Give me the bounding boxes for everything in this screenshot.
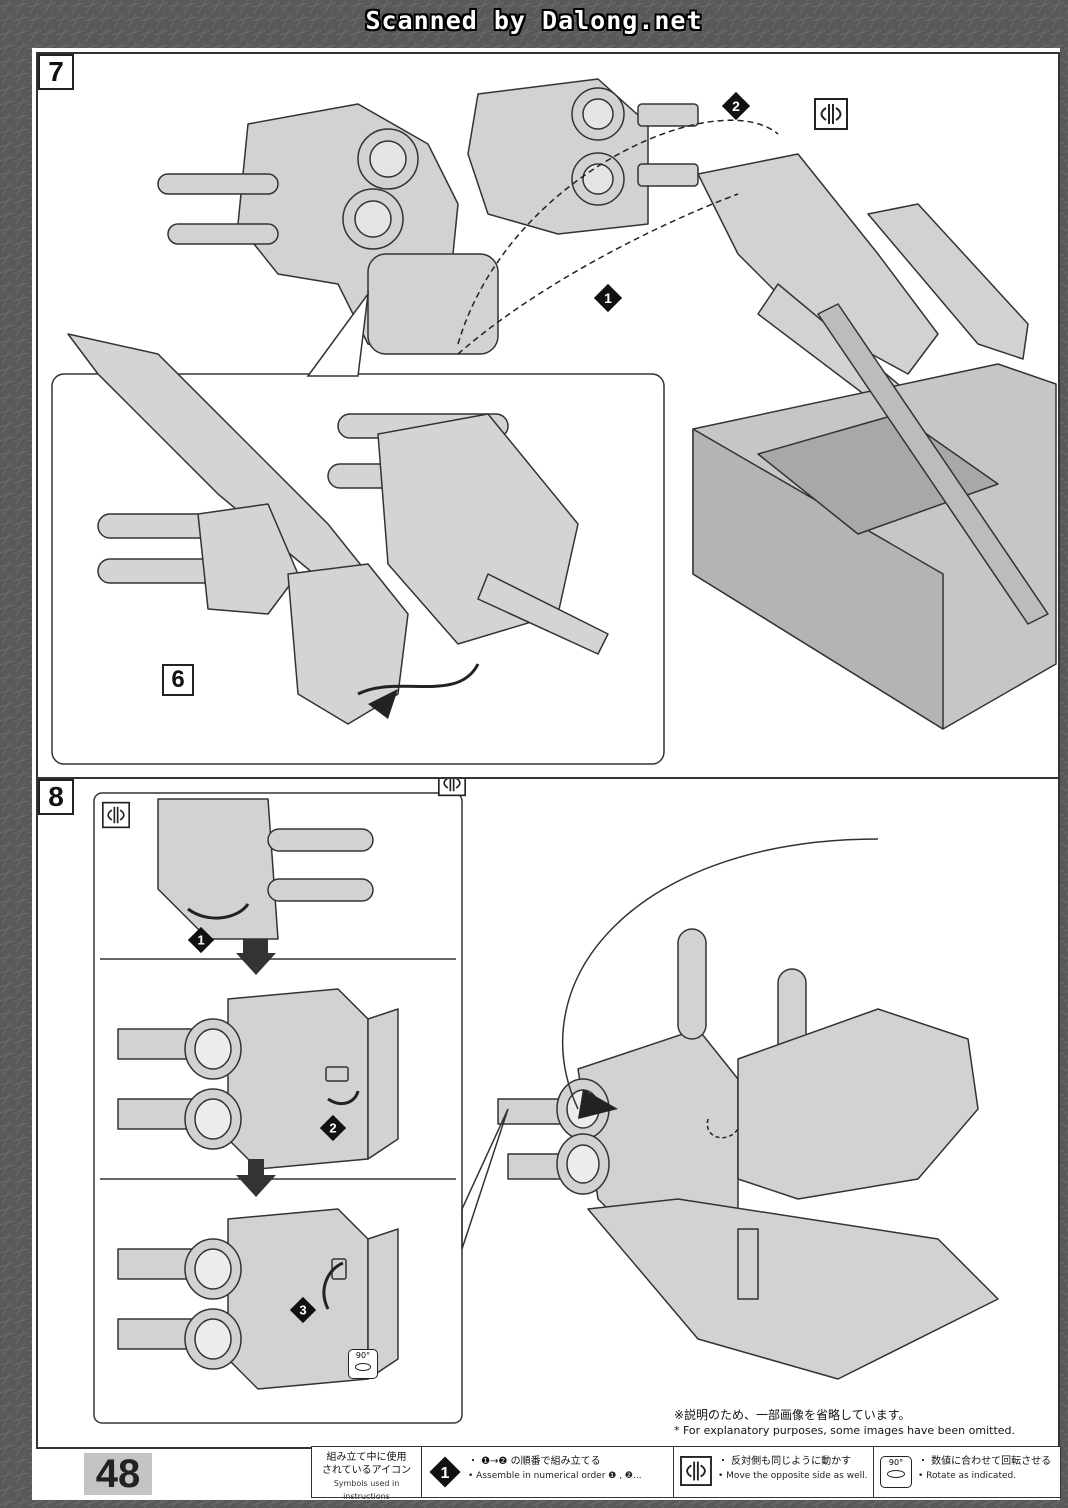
sub-step-3-marker: 3	[290, 1297, 316, 1323]
move-opposite-side-icon-sub	[102, 801, 130, 829]
legend-numerical-jp: ・ ❶→❷ の順番で組み立てる	[468, 1456, 601, 1467]
rotate-90-icon: 90°	[348, 1349, 378, 1379]
step-7-illustration	[51, 78, 1057, 765]
sub-step-2-marker: 2	[320, 1115, 346, 1141]
display-stand-base	[692, 303, 1057, 730]
svg-text:2: 2	[329, 1121, 336, 1136]
svg-text:1: 1	[197, 933, 204, 948]
rotate-legend-icon: 90°	[880, 1456, 912, 1488]
watermark-text: Scanned by Dalong.net	[365, 6, 703, 35]
move-opposite-side-legend-icon	[680, 1456, 712, 1486]
move-opposite-side-icon-main	[438, 779, 466, 797]
svg-text:1: 1	[604, 290, 612, 306]
step-7-number: 7	[38, 54, 74, 90]
part-callout-6: 6	[162, 664, 194, 696]
omission-note-jp: ※説明のため、一部画像を省略しています。	[674, 1408, 911, 1422]
legend-numerical-en: • Assemble in numerical order ❶ , ❷...	[468, 1471, 642, 1481]
step-8-illustration	[93, 792, 999, 1424]
legend-rotate-en: • Rotate as indicated.	[918, 1471, 1017, 1481]
legend-opposite-cell: ・ 反対側も同じように動かす • Move the opposite side …	[674, 1447, 874, 1497]
numbered-step-icon: 1	[429, 1456, 461, 1488]
legend-opposite-en: • Move the opposite side as well.	[718, 1471, 868, 1481]
legend-title-jp-2: されているアイコン	[321, 1465, 412, 1476]
page-number: 48	[84, 1453, 152, 1495]
legend-title-jp-1: 組み立て中に使用	[326, 1452, 407, 1463]
sub-step-2-marker: 2	[722, 92, 750, 120]
legend-rotate-jp: ・ 数値に合わせて回転させる	[918, 1456, 1052, 1467]
step-8-panel: 1 2 3 90°	[36, 777, 1060, 1449]
svg-text:3: 3	[299, 1303, 306, 1318]
rotate-angle-label: 90°	[355, 1351, 371, 1360]
legend-rotate-cell: 90° ・ 数値に合わせて回転させる • Rotate as indicated…	[874, 1447, 1060, 1497]
omission-note: ※説明のため、一部画像を省略しています。 * For explanatory p…	[674, 1408, 1064, 1438]
legend-numerical-cell: 1 ・ ❶→❷ の順番で組み立てる • Assemble in numerica…	[422, 1447, 674, 1497]
omission-note-en: * For explanatory purposes, some images …	[674, 1424, 1016, 1437]
step-7-panel: 1 2 6	[36, 52, 1060, 781]
legend-opposite-jp: ・ 反対側も同じように動かす	[718, 1456, 852, 1467]
sub-step-1-marker: 1	[594, 284, 622, 312]
step-8-number: 8	[38, 779, 74, 815]
legend-title-en: Symbols used in instructions	[333, 1479, 400, 1501]
move-opposite-side-icon	[814, 98, 848, 130]
svg-text:1: 1	[441, 1465, 450, 1482]
booster-unit-right	[467, 78, 699, 235]
rotate-legend-angle: 90°	[888, 1458, 904, 1467]
sub-step-1-marker: 1	[188, 927, 214, 953]
symbols-legend: 組み立て中に使用 されているアイコン Symbols used in instr…	[311, 1446, 1061, 1501]
svg-text:2: 2	[732, 98, 740, 114]
legend-title: 組み立て中に使用 されているアイコン Symbols used in instr…	[312, 1447, 422, 1501]
booster-unit-top	[157, 103, 499, 355]
